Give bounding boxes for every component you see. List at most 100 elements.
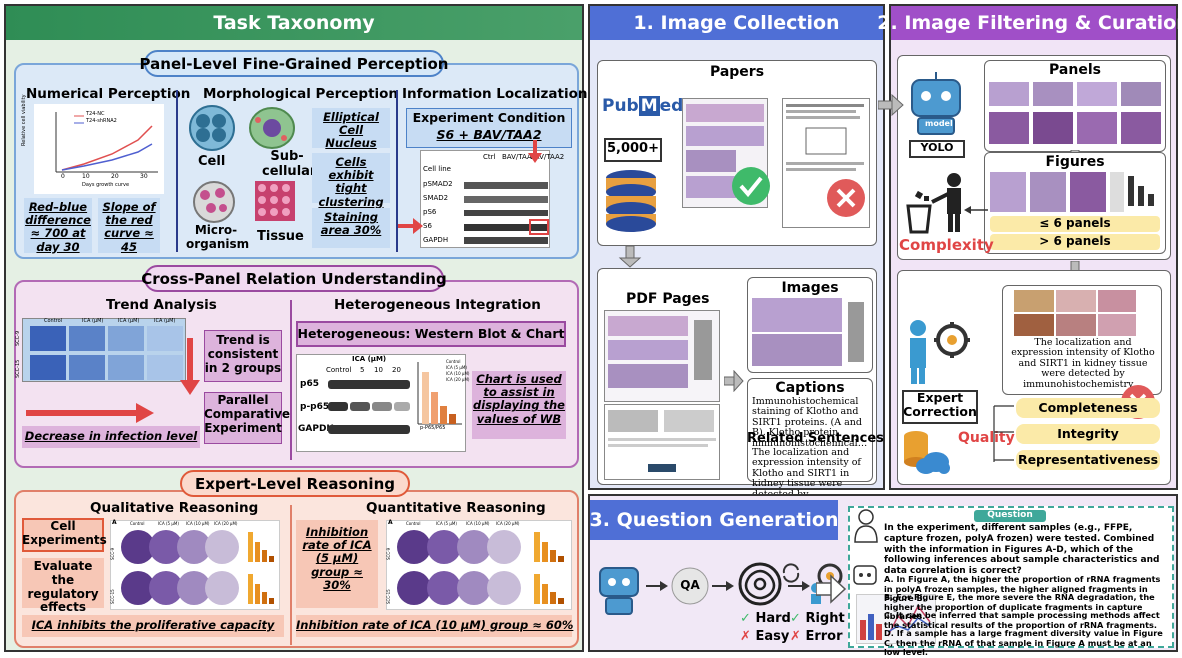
qual-h2: ICA (5 μM) xyxy=(158,521,179,526)
qual-h1: Control xyxy=(130,521,145,526)
subcellular-icon xyxy=(249,107,295,149)
le6-box xyxy=(990,216,1160,232)
pdf-page-1-content xyxy=(608,316,712,388)
morph-note-1: Elliptical Cell Nucleus xyxy=(323,110,379,151)
arrow-qa-1 xyxy=(646,581,668,591)
paper-thumb-accept-content xyxy=(686,104,764,198)
inh1-box xyxy=(296,520,378,608)
trend-h2: ICA (μM) xyxy=(82,318,104,324)
figure-thumb-content xyxy=(860,604,931,640)
option-b: B. For Figure E, the more severe the RNA… xyxy=(884,592,1155,622)
hetero-pp65: p-p65 xyxy=(300,402,330,412)
x-tick-30: 30 xyxy=(140,173,148,180)
numerical-title: Numerical Perception xyxy=(26,86,191,102)
generation-header: 3. Question Generation xyxy=(590,500,839,540)
tissue-icon xyxy=(255,181,295,221)
condition-box xyxy=(406,108,572,148)
wb-r1: pSMAD2 xyxy=(423,180,453,188)
option-d: D. If a sample has a large fragment dive… xyxy=(884,628,1163,658)
llm-icon xyxy=(738,562,782,606)
y-axis-label: Relative cell viability xyxy=(21,94,27,146)
arrow-right-icon xyxy=(398,218,423,234)
legend-nc: T24-NC xyxy=(86,111,105,117)
refresh-icon xyxy=(782,563,800,583)
trend-consistent: Trend is consistent in 2 groups xyxy=(204,333,282,375)
x-tick-20: 20 xyxy=(111,173,119,180)
quant-title: Quantitative Reasoning xyxy=(366,500,546,516)
inh2: Inhibition rate of ICA (10 μM) group ≈ 6… xyxy=(296,618,574,632)
trend-h3: ICA (μM) xyxy=(118,318,140,324)
expert-card-image xyxy=(1014,290,1136,336)
easy-cross: ✗ xyxy=(740,629,751,644)
hetero-label: Heterogeneous: Western Blot & Chart xyxy=(297,326,565,341)
q3: Representativeness xyxy=(1017,452,1159,467)
cross-panel-title: Cross-Panel Relation Understanding xyxy=(141,265,447,292)
panels-title: Panels xyxy=(1049,62,1101,78)
captions-box xyxy=(747,378,873,482)
trend-cells xyxy=(30,326,183,380)
qual-row2: SCC-15 xyxy=(110,589,115,604)
question-person-icon xyxy=(854,509,878,543)
wb-r2: SMAD2 xyxy=(423,194,449,202)
trend-title: Trend Analysis xyxy=(106,297,217,313)
pdf-title: PDF Pages xyxy=(626,291,710,307)
wb-r3: pS6 xyxy=(423,208,437,216)
numerical-note-1-text: Red–blue difference ≈ 700 at day 30 xyxy=(25,200,91,254)
q2-box xyxy=(1016,424,1160,444)
subcellular-label: Sub-cellular xyxy=(262,149,317,179)
images-content xyxy=(752,298,864,366)
red-arrow-right-icon xyxy=(26,403,154,423)
hetero-l1: ICA (5 μM) xyxy=(446,365,467,370)
quant-a: A xyxy=(388,519,393,526)
hetero-l3: ICA (20 μM) xyxy=(446,377,470,382)
quant-h3: ICA (10 μM) xyxy=(466,521,490,526)
hetero-d20: 20 xyxy=(392,366,401,374)
arrow-qa-3 xyxy=(788,581,810,591)
numerical-note-1: Red–blue difference ≈ 700 at day 30 xyxy=(24,200,92,254)
hetero-ctrl: Control xyxy=(326,366,352,374)
cell-exp-box xyxy=(22,518,104,552)
ica-inh-box xyxy=(22,615,284,637)
hetero-title: Heterogeneous Integration xyxy=(334,297,541,313)
gt6: > 6 panels xyxy=(1039,234,1111,248)
hard: ✓ Hard xyxy=(740,611,791,627)
ica-inh: ICA inhibits the proliferative capacity xyxy=(31,618,275,632)
decrease-box xyxy=(22,426,200,448)
answer-robot-icon xyxy=(853,565,877,585)
db-cloud-icon xyxy=(904,431,950,474)
question-label: Question xyxy=(987,510,1033,520)
quant-h1: Control xyxy=(406,521,421,526)
pubmed-m: M xyxy=(638,96,660,116)
images-title: Images xyxy=(781,280,839,296)
figures-content xyxy=(990,172,1154,212)
arrow-qa-2 xyxy=(712,581,734,591)
trend-row1: SCC-9 xyxy=(15,330,21,346)
inh1: Inhibition rate of ICA (5 μM) group ≈ 30… xyxy=(302,525,372,592)
divider-expert xyxy=(290,505,292,645)
cross-icon xyxy=(827,179,865,217)
quant-h4: ICA (20 μM) xyxy=(496,521,520,526)
x-tick-0: 0 xyxy=(61,173,65,180)
chart-note-box xyxy=(472,371,566,439)
arrow-down-gray-icon xyxy=(618,246,642,268)
cell-label: Cell xyxy=(198,154,226,169)
hard-check: ✓ xyxy=(740,611,751,626)
right-check: ✓ xyxy=(790,611,801,626)
right: ✓ Right xyxy=(790,611,845,627)
quality: Quality xyxy=(958,430,1015,446)
arrow-down-icon xyxy=(528,140,542,163)
filtering-header: 2. Image Filtering & Curation xyxy=(877,6,1182,40)
expert-desc: The localization and expression intensit… xyxy=(1011,337,1155,390)
easy: ✗ Easy xyxy=(740,629,789,645)
qual-h4: ICA (20 μM) xyxy=(214,521,238,526)
morph-note-3: Staining area 30% xyxy=(320,210,382,238)
hetero-bands xyxy=(328,380,410,434)
tissue-label: Tissue xyxy=(257,229,304,244)
x-tick-10: 10 xyxy=(82,173,90,180)
hetero-d5: 5 xyxy=(360,366,365,374)
hetero-label-box xyxy=(296,321,566,347)
pubmed-text2: ed xyxy=(659,96,684,116)
wb-bands xyxy=(464,182,549,244)
info-title: Information Localization xyxy=(402,86,588,102)
